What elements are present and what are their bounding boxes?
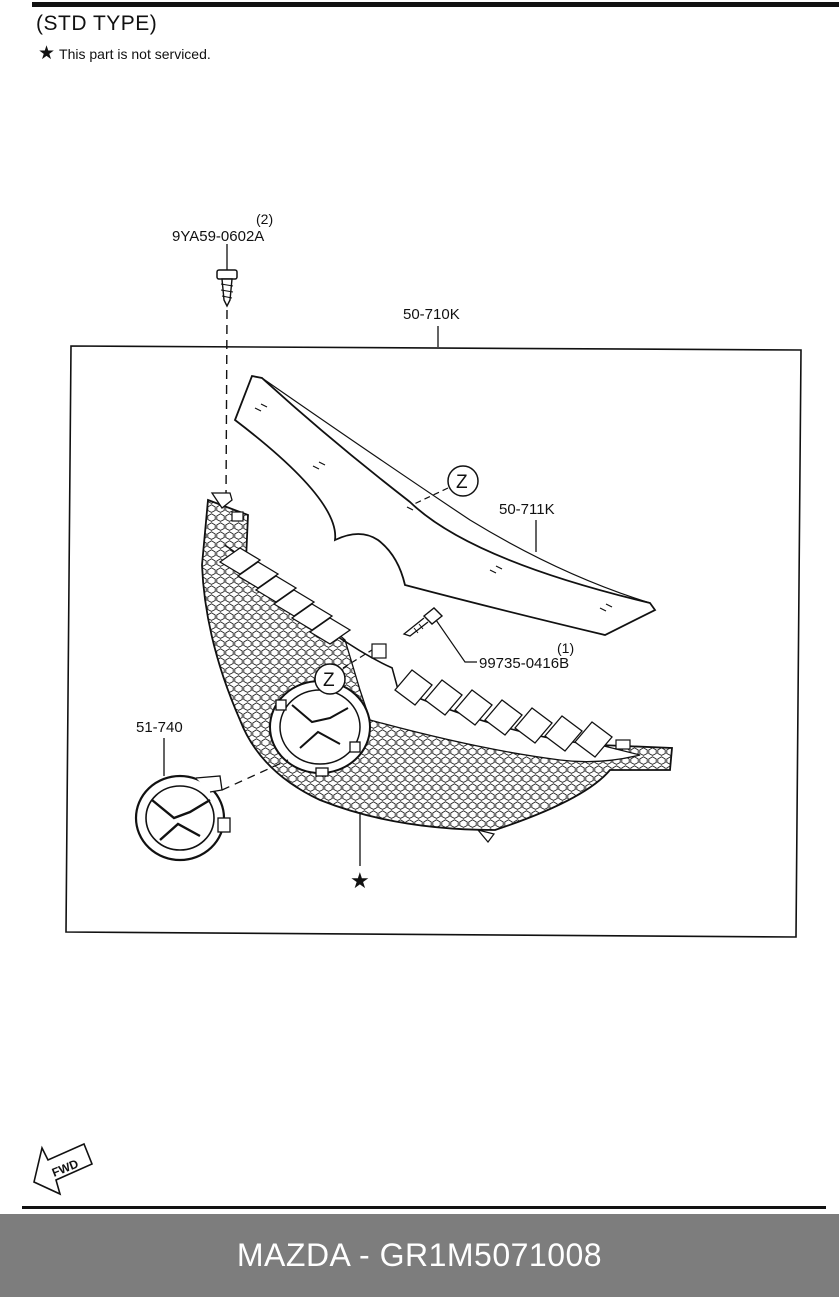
screw-top-qty: (2) [256,211,273,227]
emblem-dash [221,759,289,791]
z-lower-letter: Z [323,670,335,691]
emblem-number: 51-740 [136,719,183,736]
assembly-frame [65,345,802,938]
screw-top-number: 9YA59-0602A [172,228,264,245]
z-callout-upper [447,465,479,497]
header-title: (STD TYPE) [36,12,158,35]
screw-small-qty: (1) [557,640,574,656]
not-serviced-star-icon: ★ [350,868,370,893]
screw-top-dash [225,309,228,501]
top-rule [32,2,839,7]
z-callout-lower [314,663,346,695]
footer-text: MAZDA - GR1M5071008 [236,1237,603,1273]
garnish-part [233,374,657,636]
fwd-arrow-icon: FWD [33,1142,94,1196]
screw-top-icon [216,269,238,308]
screw-small-leader [435,619,477,663]
emblem-part [134,774,231,862]
bottom-rule [22,1206,826,1209]
z-lower-dash [342,649,373,669]
z-upper-dash [411,487,449,506]
garnish-number: 50-711K [499,501,555,518]
z-upper-letter: Z [456,472,468,493]
screw-small-icon [402,607,444,637]
screw-small-number: 99735-0416B [479,655,569,672]
note-text: This part is not serviced. [59,46,211,62]
emblem-mount [269,680,371,777]
not-serviced-note: ★ This part is not serviced. [38,43,211,64]
parts-diagram: (2) 9YA59-0602A 50-710K 50-711K (1) 9973… [33,211,802,1196]
footer-bar: MAZDA - GR1M5071008 [0,1214,839,1297]
grille-assembly-number: 50-710K [403,306,460,323]
star-icon: ★ [38,43,56,64]
